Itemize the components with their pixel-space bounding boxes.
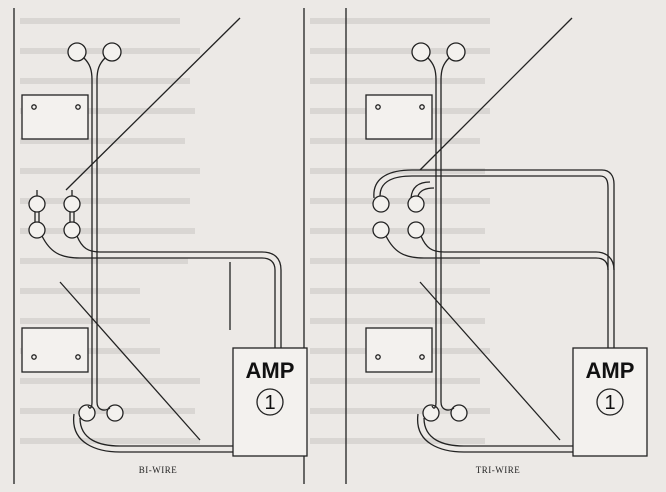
- amp-number-right: 1: [604, 392, 615, 414]
- lower-terminal-plate-right: [365, 327, 433, 373]
- amp-label-right: AMP: [586, 358, 635, 383]
- amplifier-box-left: [232, 347, 308, 457]
- tri-wire-panel: [345, 8, 648, 484]
- amplifier-box-right: [572, 347, 648, 457]
- amp-label-left: AMP: [246, 358, 295, 383]
- bottom-speaker-terminals: [73, 401, 236, 453]
- main-cable-run: [91, 80, 98, 402]
- upper-terminal-plate-right: [365, 94, 433, 140]
- middle-speaker-terminals: [28, 190, 282, 350]
- top-speaker-terminals-right: [411, 42, 466, 81]
- middle-speaker-terminals-right: [372, 169, 615, 350]
- amp-number-left: 1: [264, 392, 275, 414]
- top-speaker-terminals: [67, 42, 122, 81]
- bi-wire-panel: [13, 8, 308, 484]
- speaker-cabinet-outline: [59, 17, 241, 441]
- bottom-speaker-terminals-right: [417, 401, 576, 453]
- main-cable-run-right: [435, 80, 442, 402]
- lower-terminal-plate: [21, 327, 89, 373]
- speaker-cabinet-outline-right: [419, 17, 573, 441]
- caption-right: TRI-WIRE: [476, 465, 521, 475]
- upper-terminal-plate: [21, 94, 89, 140]
- caption-left: BI-WIRE: [139, 465, 178, 475]
